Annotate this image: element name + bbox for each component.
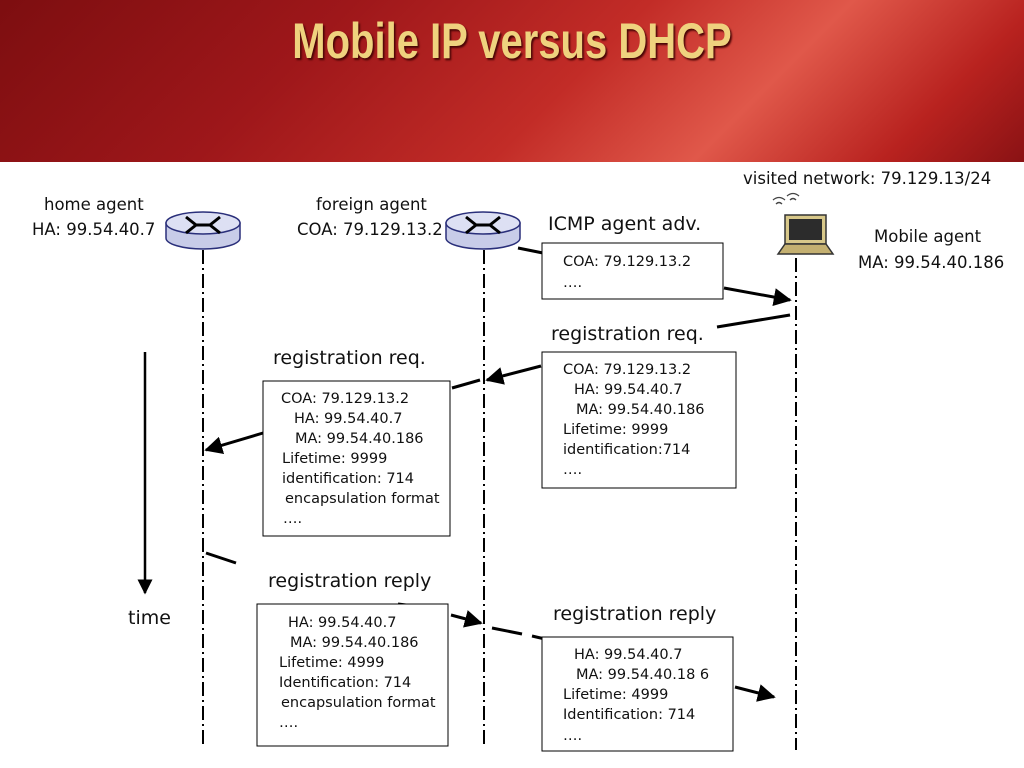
reg-reply-ha-line: Lifetime: 4999 <box>279 655 384 671</box>
reg-reply-ha-label: registration reply <box>268 570 431 592</box>
reg-req-fa-label: registration req. <box>273 347 426 369</box>
foreign-agent-name: foreign agent <box>316 195 427 214</box>
reg-req-fa-line: Lifetime: 9999 <box>282 451 387 467</box>
mobile-agent-address: MA: 99.54.40.186 <box>858 253 1004 272</box>
reg-req-fa-line: …. <box>283 511 302 527</box>
reg-req-ma-line: identification:714 <box>563 442 690 458</box>
reg-req-ma-label: registration req. <box>551 323 704 345</box>
reg-reply-ha-line: encapsulation format <box>281 695 436 711</box>
icmp-adv-line: COA: 79.129.13.2 <box>563 254 691 270</box>
reg-req-fa-box <box>262 380 451 537</box>
reg-req-arrow-start <box>716 313 791 329</box>
reg-req-ma-line: COA: 79.129.13.2 <box>563 362 691 378</box>
reg-req-ma-line: HA: 99.54.40.7 <box>574 382 682 398</box>
foreign-agent-address: COA: 79.129.13.2 <box>297 220 443 239</box>
reg-reply-fa-line: Lifetime: 4999 <box>563 687 668 703</box>
reg-reply-ha-arrow <box>450 610 483 628</box>
reg-req-ma-line: Lifetime: 9999 <box>563 422 668 438</box>
reg-req-fa-line: HA: 99.54.40.7 <box>294 411 402 427</box>
icmp-adv-label: ICMP agent adv. <box>548 213 701 235</box>
reg-reply-ha-line: HA: 99.54.40.7 <box>288 615 396 631</box>
reg-req-ma-line: …. <box>563 462 582 478</box>
reg-reply-fa-label: registration reply <box>553 603 716 625</box>
reg-reply-fa-arrow-dash <box>491 626 523 636</box>
home-agent-address: HA: 99.54.40.7 <box>32 220 155 239</box>
laptop-icon <box>772 192 835 255</box>
reg-req-fa-arrow-start <box>451 378 481 390</box>
reg-req-fa-line: MA: 99.54.40.186 <box>295 431 424 447</box>
reg-req-fa-line: identification: 714 <box>282 471 414 487</box>
reg-reply-fa-arrow <box>734 684 776 702</box>
reg-req-ma-line: MA: 99.54.40.186 <box>576 402 705 418</box>
icmp-adv-line: …. <box>563 275 582 291</box>
mobile-agent-name: Mobile agent <box>874 227 982 246</box>
reg-reply-ha-box <box>256 603 449 747</box>
foreign-router-icon <box>445 211 521 250</box>
home-agent-name: home agent <box>44 195 144 214</box>
reg-reply-fa-line: MA: 99.54.40.18 6 <box>576 667 709 683</box>
reg-reply-ha-line: …. <box>279 715 298 731</box>
reg-reply-ha-line: Identification: 714 <box>279 675 411 691</box>
reg-reply-fa-line: Identification: 714 <box>563 707 695 723</box>
reg-req-fa-arrow <box>204 431 264 454</box>
slide-title: Mobile IP versus DHCP <box>292 13 732 69</box>
time-label: time <box>128 607 171 629</box>
reg-req-fa-line: encapsulation format <box>285 491 440 507</box>
visited-network-label: visited network: 79.129.13/24 <box>743 169 991 188</box>
reg-reply-fa-box <box>541 636 734 752</box>
reg-reply-fa-line: HA: 99.54.40.7 <box>574 647 682 663</box>
home-router-icon <box>165 211 241 250</box>
reg-req-ma-box <box>541 351 737 489</box>
icmp-arrow-start <box>517 246 544 255</box>
reg-reply-fa-line: …. <box>563 728 582 744</box>
icmp-adv-box <box>541 242 724 300</box>
reg-reply-arrow-start <box>205 551 237 565</box>
reg-req-fa-line: COA: 79.129.13.2 <box>281 391 409 407</box>
icmp-arrow <box>723 286 792 306</box>
mobile-ip-diagram: home agent HA: 99.54.40.7 foreign agent … <box>32 169 1004 752</box>
reg-req-ma-arrow <box>485 364 542 385</box>
reg-reply-ha-line: MA: 99.54.40.186 <box>290 635 419 651</box>
title-banner: Mobile IP versus DHCP <box>0 0 1024 162</box>
